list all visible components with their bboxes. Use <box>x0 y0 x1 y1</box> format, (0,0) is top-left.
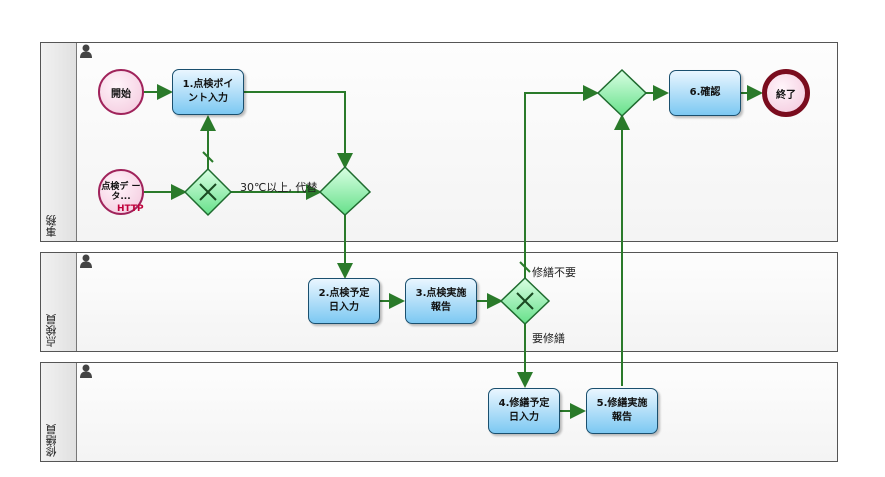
task-6-confirm[interactable]: 6.確認 <box>669 70 741 116</box>
task-label: 4.修繕予定 日入力 <box>498 398 550 423</box>
task-1-input-inspection-points[interactable]: 1.点検ポイ ント入力 <box>172 69 244 115</box>
exclusive-gateway-repair[interactable] <box>499 276 551 326</box>
flow-gw3-to-gw4 <box>524 85 599 278</box>
lane-header: 事務 <box>41 43 77 241</box>
lane-repairer: 修繕員 <box>40 362 838 462</box>
end-event[interactable]: 終了 <box>762 69 810 117</box>
message-start-label: 点検デ ータ... <box>101 182 141 202</box>
end-event-label: 終了 <box>776 89 796 101</box>
task-label: 5.修繕実施 報告 <box>596 398 648 423</box>
flow-label-condition: 30℃以上, 代替 <box>240 181 318 194</box>
lane-header: 点検員 <box>41 253 77 351</box>
flow-t1-to-gw2 <box>244 91 353 169</box>
start-event[interactable]: 開始 <box>98 69 144 115</box>
flow-label-no-repair: 修繕不要 <box>532 266 576 279</box>
user-icon <box>80 364 92 378</box>
task-label: 6.確認 <box>689 87 721 98</box>
default-flow-marker <box>519 261 531 273</box>
task-label: 1.点検ポイ ント入力 <box>182 79 234 104</box>
user-icon <box>80 254 92 268</box>
task-5-report-repair[interactable]: 5.修繕実施 報告 <box>586 388 658 434</box>
start-event-label: 開始 <box>111 88 131 100</box>
task-label: 3.点検実施 報告 <box>415 288 467 313</box>
default-flow-marker <box>202 151 214 163</box>
task-3-report-inspection[interactable]: 3.点検実施 報告 <box>405 278 477 324</box>
flow-label-repair: 要修繕 <box>532 332 565 345</box>
merge-gateway[interactable] <box>318 165 372 217</box>
join-gateway[interactable] <box>596 68 648 118</box>
task-2-input-inspection-date[interactable]: 2.点検予定 日入力 <box>308 278 380 324</box>
user-icon <box>80 44 92 58</box>
lane-header: 修繕員 <box>41 363 77 461</box>
http-badge: HTTP <box>117 204 144 214</box>
task-4-input-repair-date[interactable]: 4.修繕予定 日入力 <box>488 388 560 434</box>
task-label: 2.点検予定 日入力 <box>318 288 370 313</box>
exclusive-gateway-1[interactable] <box>183 167 233 217</box>
message-start-event[interactable]: 点検デ ータ... <box>98 169 144 215</box>
